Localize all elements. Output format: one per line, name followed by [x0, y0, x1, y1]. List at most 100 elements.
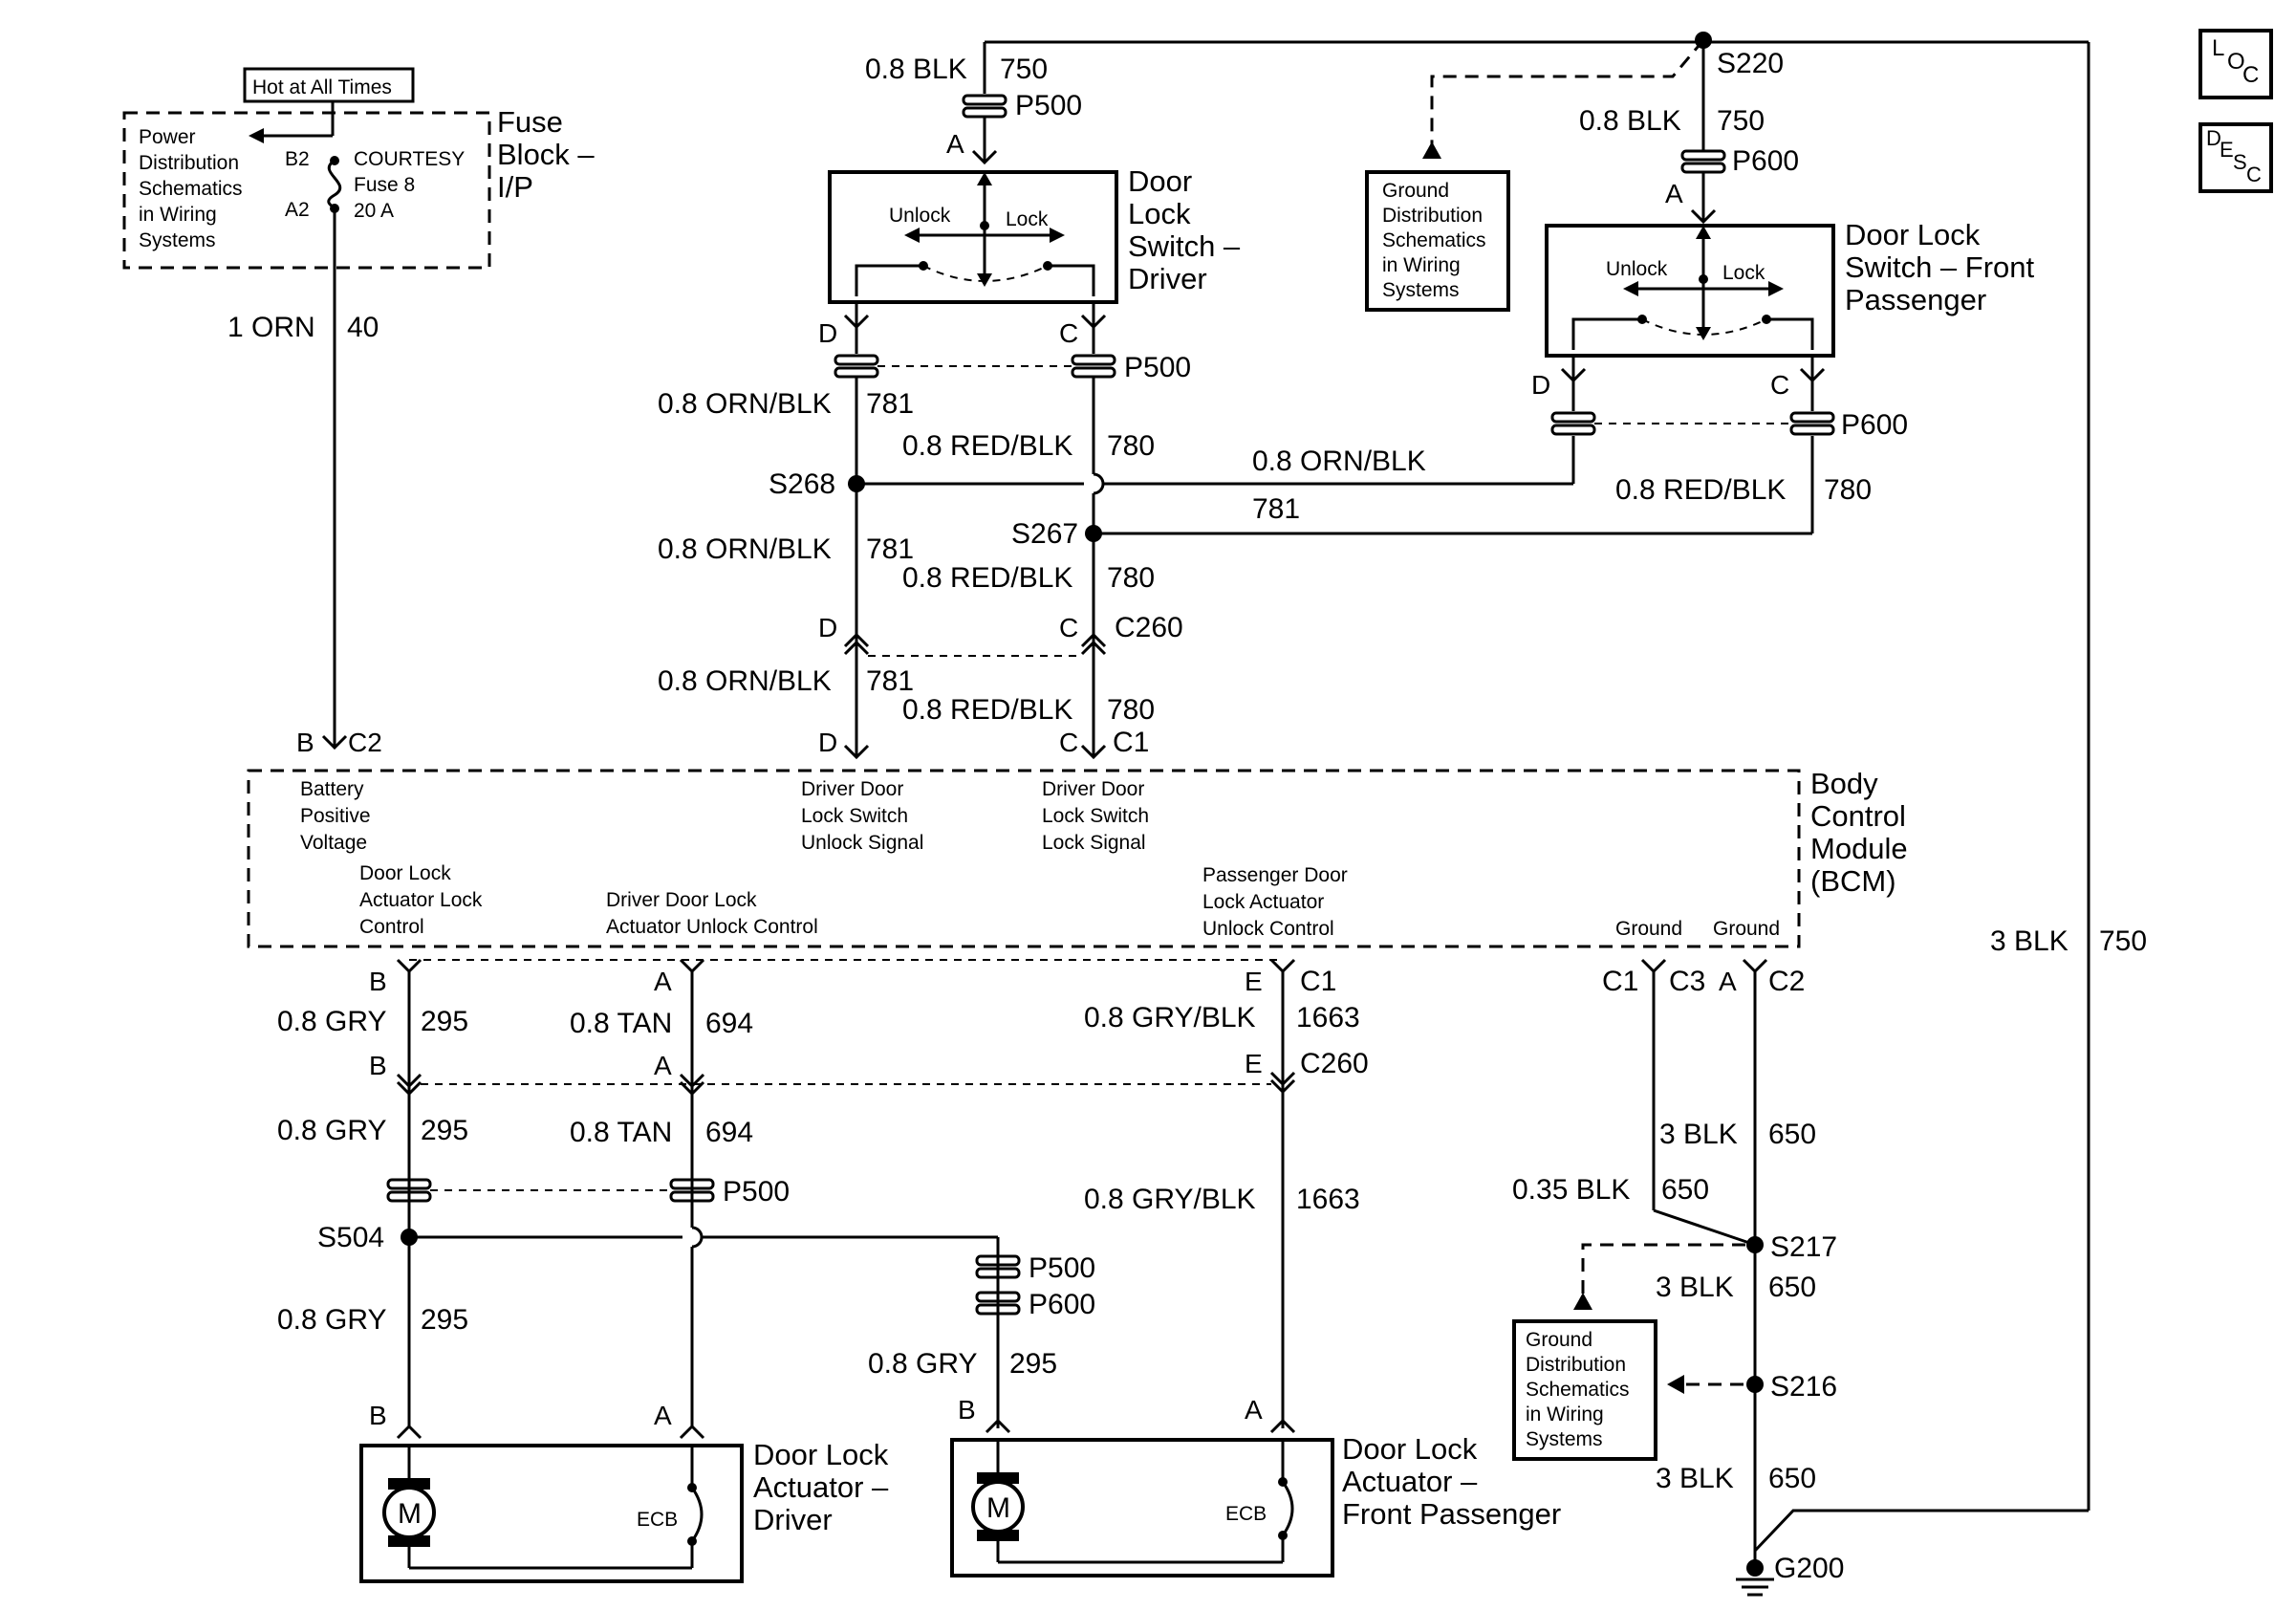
- conn-c3-ground: C3: [1669, 966, 1705, 997]
- svg-text:Ground: Ground: [1382, 180, 1449, 202]
- svg-text:Lock Signal: Lock Signal: [1042, 832, 1146, 854]
- fuse-block-title2: Block –: [497, 138, 595, 171]
- wire-3blk-750-label: 3 BLK: [1990, 925, 2069, 957]
- fuse-name-line3: 20 A: [354, 200, 394, 222]
- ground-dist-bottom: Ground Distribution Schematics in Wiring…: [1512, 1319, 1657, 1461]
- fuse-name-line1: COURTESY: [354, 148, 465, 170]
- svg-text:Actuator Unlock Control: Actuator Unlock Control: [606, 916, 818, 938]
- loc-button[interactable]: L O C: [2199, 29, 2273, 99]
- driver-switch-unlock: Unlock: [889, 205, 951, 227]
- svg-text:Control: Control: [359, 916, 424, 938]
- conn-p600-pass-switch: P600: [1841, 409, 1908, 441]
- svg-text:Schematics: Schematics: [1526, 1379, 1630, 1401]
- driver-switch-title1: Door: [1128, 164, 1192, 198]
- conn-p500-top: P500: [1015, 90, 1082, 121]
- wire-gry-1: 0.8 GRY: [277, 1006, 387, 1037]
- wire-1orn-color: 1 ORN: [227, 312, 315, 343]
- door-lock-actuator-driver: M ECB Door Lock Actuator – Driver: [359, 1438, 889, 1583]
- wire-750-driver: 750: [1000, 54, 1048, 85]
- splice-s268-label: S268: [769, 468, 835, 500]
- driver-switch-lock: Lock: [1006, 208, 1049, 230]
- wire-3blk-1: 3 BLK: [1659, 1119, 1738, 1150]
- splice-s216-label: S216: [1770, 1371, 1837, 1403]
- conn-c1-bcm: C1: [1300, 966, 1336, 997]
- svg-text:Battery: Battery: [300, 778, 364, 800]
- act-driver-title1: Door Lock: [753, 1438, 889, 1471]
- wire-295-2: 295: [421, 1115, 468, 1146]
- wire-ornblk-2: 0.8 ORN/BLK: [658, 533, 832, 565]
- bcm-title4: (BCM): [1810, 864, 1896, 898]
- wire-grybkl-2: 0.8 GRY/BLK: [1084, 1184, 1256, 1215]
- ground-dist-top: Ground Distribution Schematics in Wiring…: [1365, 170, 1510, 312]
- wire-1663-2: 1663: [1296, 1184, 1360, 1215]
- conn-p500-pass: P500: [1029, 1252, 1095, 1284]
- splice-s504-label: S504: [317, 1222, 384, 1253]
- wire-780-2: 780: [1107, 562, 1155, 594]
- pin-a-act-pass: A: [1245, 1395, 1263, 1425]
- splice-s217: [1746, 1236, 1764, 1253]
- door-lock-switch-passenger: Unlock Lock Door Lock Switch – Front Pas…: [1545, 218, 2035, 358]
- pin-a-bcm: A: [654, 967, 672, 996]
- wire-694-2: 694: [705, 1117, 753, 1148]
- pin-b-c260-lower: B: [369, 1051, 387, 1080]
- ground-g200-label: G200: [1774, 1553, 1844, 1584]
- wire-tan-1: 0.8 TAN: [570, 1008, 672, 1039]
- pin-e-bcm: E: [1245, 967, 1263, 996]
- svg-text:Lock Switch: Lock Switch: [801, 805, 908, 827]
- pin-a-act-driver: A: [654, 1401, 672, 1430]
- ground-g200: [1746, 1559, 1764, 1577]
- pin-d-c1: D: [818, 728, 837, 757]
- desc-button[interactable]: D E S C: [2199, 122, 2273, 193]
- conn-p500-switch: P500: [1124, 352, 1191, 383]
- fuse-block-title1: Fuse: [497, 105, 563, 139]
- wire-1663-1: 1663: [1296, 1002, 1360, 1033]
- fuse-block: Hot at All Times Power Distribution Sche…: [122, 67, 595, 270]
- wire-ornblk-1: 0.8 ORN/BLK: [658, 388, 832, 420]
- splice-s217-label: S217: [1770, 1231, 1837, 1263]
- pin-d-pass-switch: D: [1531, 370, 1550, 400]
- svg-text:Ground: Ground: [1526, 1329, 1592, 1351]
- wire-40-circuit: 40: [347, 312, 379, 343]
- pin-a-pass-switch: A: [1665, 179, 1683, 208]
- pin-a-ground: A: [1719, 967, 1737, 996]
- wire-grybkl-1: 0.8 GRY/BLK: [1084, 1002, 1256, 1033]
- wire-781-1: 781: [866, 388, 914, 420]
- ecb-label-pass: ECB: [1225, 1503, 1267, 1525]
- bcm-title3: Module: [1810, 832, 1908, 865]
- driver-switch-title2: Lock: [1128, 197, 1191, 230]
- wire-08blk-pass: 0.8 BLK: [1579, 105, 1681, 137]
- svg-text:Lock Switch: Lock Switch: [1042, 805, 1149, 827]
- bcm-ground-2: Ground: [1713, 918, 1780, 940]
- pin-d-driver-switch: D: [818, 318, 837, 348]
- wire-3blk-3: 3 BLK: [1656, 1463, 1734, 1494]
- wire-ornblk-3: 0.8 ORN/BLK: [658, 665, 832, 697]
- wire-650-3: 650: [1768, 1463, 1816, 1494]
- act-driver-title2: Actuator –: [753, 1470, 889, 1504]
- splice-s267-label: S267: [1011, 518, 1078, 550]
- act-driver-title3: Driver: [753, 1503, 833, 1536]
- fuse-name-line2: Fuse 8: [354, 174, 415, 196]
- svg-text:Driver Door: Driver Door: [801, 778, 903, 800]
- hot-at-all-times-label: Hot at All Times: [252, 76, 392, 98]
- wire-gry-2: 0.8 GRY: [277, 1115, 387, 1146]
- wire-780-3: 780: [1107, 694, 1155, 726]
- pin-a-c260-lower: A: [654, 1051, 672, 1080]
- wire-redblk-3: 0.8 RED/BLK: [902, 694, 1072, 726]
- wire-650-1: 650: [1768, 1119, 1816, 1150]
- fuse-block-title3: I/P: [497, 170, 533, 204]
- pin-c-driver-switch: C: [1059, 318, 1078, 348]
- power-dist-line3: Schematics: [139, 178, 243, 200]
- svg-text:Door Lock: Door Lock: [359, 862, 451, 884]
- wire-780-1: 780: [1107, 430, 1155, 462]
- act-pass-title2: Actuator –: [1342, 1465, 1478, 1498]
- wire-295-1: 295: [421, 1006, 468, 1037]
- svg-text:Driver Door Lock: Driver Door Lock: [606, 889, 757, 911]
- desc-letter-e: E: [2220, 138, 2234, 162]
- body-control-module: Battery Positive Voltage Driver Door Loc…: [247, 767, 1908, 948]
- conn-p500-lower: P500: [723, 1176, 790, 1208]
- wire-694-1: 694: [705, 1008, 753, 1039]
- svg-text:Schematics: Schematics: [1382, 229, 1486, 251]
- desc-letter-s: S: [2233, 150, 2247, 174]
- power-dist-line2: Distribution: [139, 152, 239, 174]
- wire-redblk-1: 0.8 RED/BLK: [902, 430, 1072, 462]
